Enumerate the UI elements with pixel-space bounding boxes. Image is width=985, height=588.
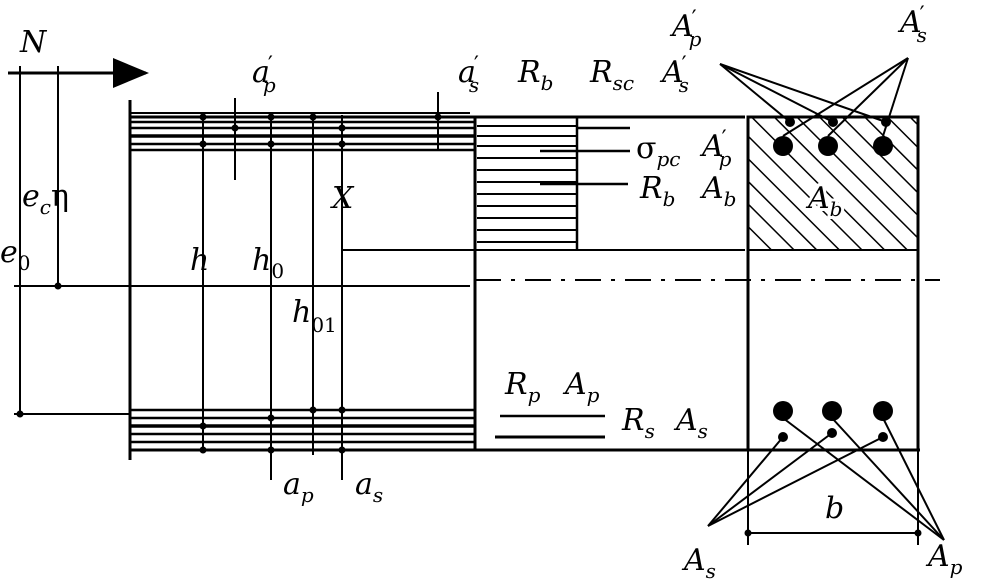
label-rp: Rp xyxy=(504,367,541,407)
label-as-prime: a′s xyxy=(458,53,479,97)
stress-block xyxy=(477,117,630,439)
label-force-N: N xyxy=(19,25,48,60)
label-h01: h01 xyxy=(292,295,337,337)
label-rb-mid: Rb xyxy=(639,171,675,211)
label-ecc-e0: e0 xyxy=(0,235,31,275)
concrete-stress-hatch xyxy=(477,125,577,243)
label-ap-mid: Ap xyxy=(562,367,600,407)
cross-section xyxy=(475,57,945,545)
width-dimension xyxy=(744,450,922,545)
top-rebar-bands xyxy=(130,120,475,152)
label-as-prime-mid: A′s xyxy=(659,53,689,97)
band-ticks xyxy=(16,113,442,454)
label-ap-prime: a′p xyxy=(252,53,276,97)
beam-elevation xyxy=(14,92,920,480)
label-as-mid: As xyxy=(673,403,708,443)
label-h0: h0 xyxy=(252,243,284,283)
bottom-rebar-bands xyxy=(130,408,475,444)
label-ab-section: Ab xyxy=(805,181,842,221)
label-rs: Rs xyxy=(621,403,655,443)
label-b: b xyxy=(825,491,844,526)
labels: N ecη e0 a′p a′s Rb Rsc A′s σpc A′p Rb A… xyxy=(0,3,963,583)
axial-force-group xyxy=(8,58,149,416)
label-ap-bottom: Ap xyxy=(925,539,963,579)
top-leaders xyxy=(719,57,909,137)
label-as-prime-top: A′s xyxy=(897,3,927,47)
label-ab-mid: Ab xyxy=(699,171,736,211)
label-sigma-pc: σpc xyxy=(636,131,681,171)
label-rsc: Rsc xyxy=(589,55,634,95)
label-h: h xyxy=(190,243,209,278)
label-rb-top: Rb xyxy=(517,55,553,95)
label-x: X xyxy=(330,181,355,216)
label-ecc-ecn: ecη xyxy=(22,179,69,219)
label-ap-prime-mid: A′p xyxy=(699,127,732,171)
compression-zone-hatch xyxy=(748,117,918,249)
label-ap-prime-top: A′p xyxy=(669,7,702,51)
label-as-bottom: As xyxy=(681,543,716,583)
bottom-bars xyxy=(773,401,893,442)
bottom-leaders xyxy=(707,417,945,541)
label-as-bottom-dim: as xyxy=(355,467,383,507)
label-ap-bottom-dim: ap xyxy=(283,467,314,507)
